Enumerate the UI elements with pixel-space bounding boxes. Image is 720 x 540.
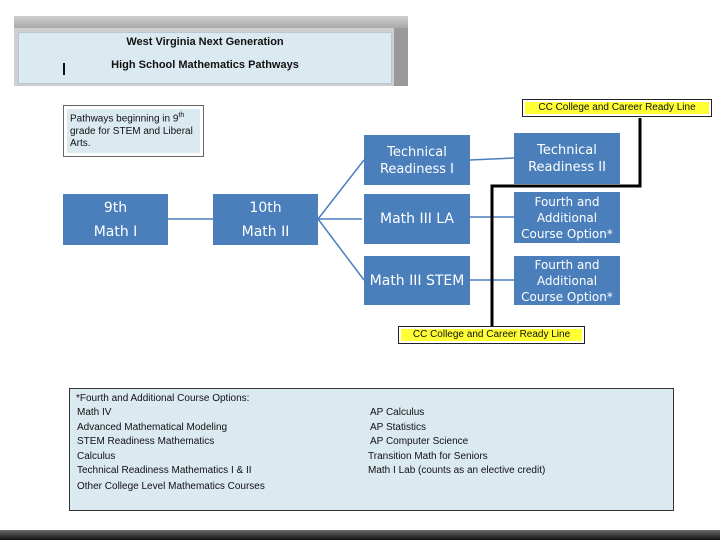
banner-title-line2: High School Mathematics Pathways [111, 59, 299, 71]
option-item: Transition Math for Seniors [368, 451, 488, 462]
banner-title-line1: West Virginia Next Generation [126, 36, 284, 48]
node-math3la-label: Math III LA [379, 211, 454, 227]
text-cursor [63, 63, 65, 75]
banner-bevel [14, 16, 408, 28]
ccr-label-bottom: CC College and Career Ready Line [398, 326, 585, 344]
connector-tech1-tech2 [469, 157, 515, 161]
node-fourth2-line1: Fourth and [534, 258, 600, 272]
node-technical-readiness-i: Technical Readiness I [364, 135, 470, 185]
connector-10th-tech1 [317, 159, 365, 220]
node-fourth1-line3: Course Option* [521, 226, 613, 241]
ccr-boundary [490, 118, 642, 328]
option-item: Calculus [77, 451, 116, 462]
node-math3stem-label: Math III STEM [369, 272, 465, 289]
node-10th-label: 10th [249, 199, 282, 216]
course-options-title: *Fourth and Additional Course Options: [76, 393, 250, 404]
option-item: Technical Readiness Mathematics I & II [77, 465, 252, 476]
node-9th-course: Math I [93, 223, 138, 240]
node-fourth-option-stem: Fourth and Additional Course Option* [514, 256, 620, 305]
option-item: Math IV [77, 407, 112, 418]
node-tech1-line2: Readiness I [379, 162, 455, 177]
college-ready-line [490, 118, 642, 328]
ccr-label-bottom-text: CC College and Career Ready Line [401, 329, 582, 341]
option-item: AP Calculus [370, 407, 425, 418]
node-tech2-line1: Technical [537, 142, 597, 158]
node-math-iii-la: Math III LA [364, 194, 470, 244]
note-suffix: grade for STEM and Liberal Arts. [70, 125, 193, 150]
ccr-label-top: CC College and Career Ready Line [522, 99, 712, 117]
pathway-note-text: Pathways beginning in 9th grade for STEM… [67, 109, 200, 153]
node-fourth-option-la: Fourth and Additional Course Option* [514, 192, 620, 243]
node-fourth1-line1: Fourth and [534, 194, 600, 209]
node-10th-course: Math II [241, 223, 290, 240]
node-math-iii-stem: Math III STEM [364, 256, 470, 305]
connector-10th-math3stem [317, 218, 365, 281]
node-fourth2-line2: Additional [536, 274, 598, 288]
title-banner-inner: West Virginia Next Generation High Schoo… [18, 32, 392, 84]
ccr-label-top-text: CC College and Career Ready Line [525, 102, 709, 114]
note-superscript: th [178, 112, 185, 119]
node-10th-math-ii: 10th Math II [213, 194, 318, 245]
option-item: AP Statistics [370, 422, 426, 433]
node-9th-math-i: 9th Math I [63, 194, 168, 245]
option-item: Math I Lab (counts as an elective credit… [368, 465, 546, 476]
option-item: AP Computer Science [370, 436, 469, 447]
node-9th-label: 9th [103, 199, 128, 216]
course-options-panel: *Fourth and Additional Course Options: M… [69, 388, 674, 511]
node-fourth1-line2: Additional [536, 210, 598, 225]
option-item: STEM Readiness Mathematics [77, 436, 215, 447]
node-fourth2-line3: Course Option* [521, 290, 613, 304]
note-prefix: Pathways beginning in 9 [70, 113, 179, 125]
pathway-note: Pathways beginning in 9th grade for STEM… [63, 105, 204, 157]
node-tech1-line1: Technical [387, 145, 447, 160]
option-item: Advanced Mathematical Modeling [77, 422, 228, 433]
title-banner: West Virginia Next Generation High Schoo… [14, 28, 394, 86]
node-technical-readiness-ii: Technical Readiness II [514, 133, 620, 184]
bottom-edge-bar [0, 530, 720, 540]
node-tech2-line2: Readiness II [528, 159, 606, 175]
option-item: Other College Level Mathematics Courses [77, 481, 265, 492]
